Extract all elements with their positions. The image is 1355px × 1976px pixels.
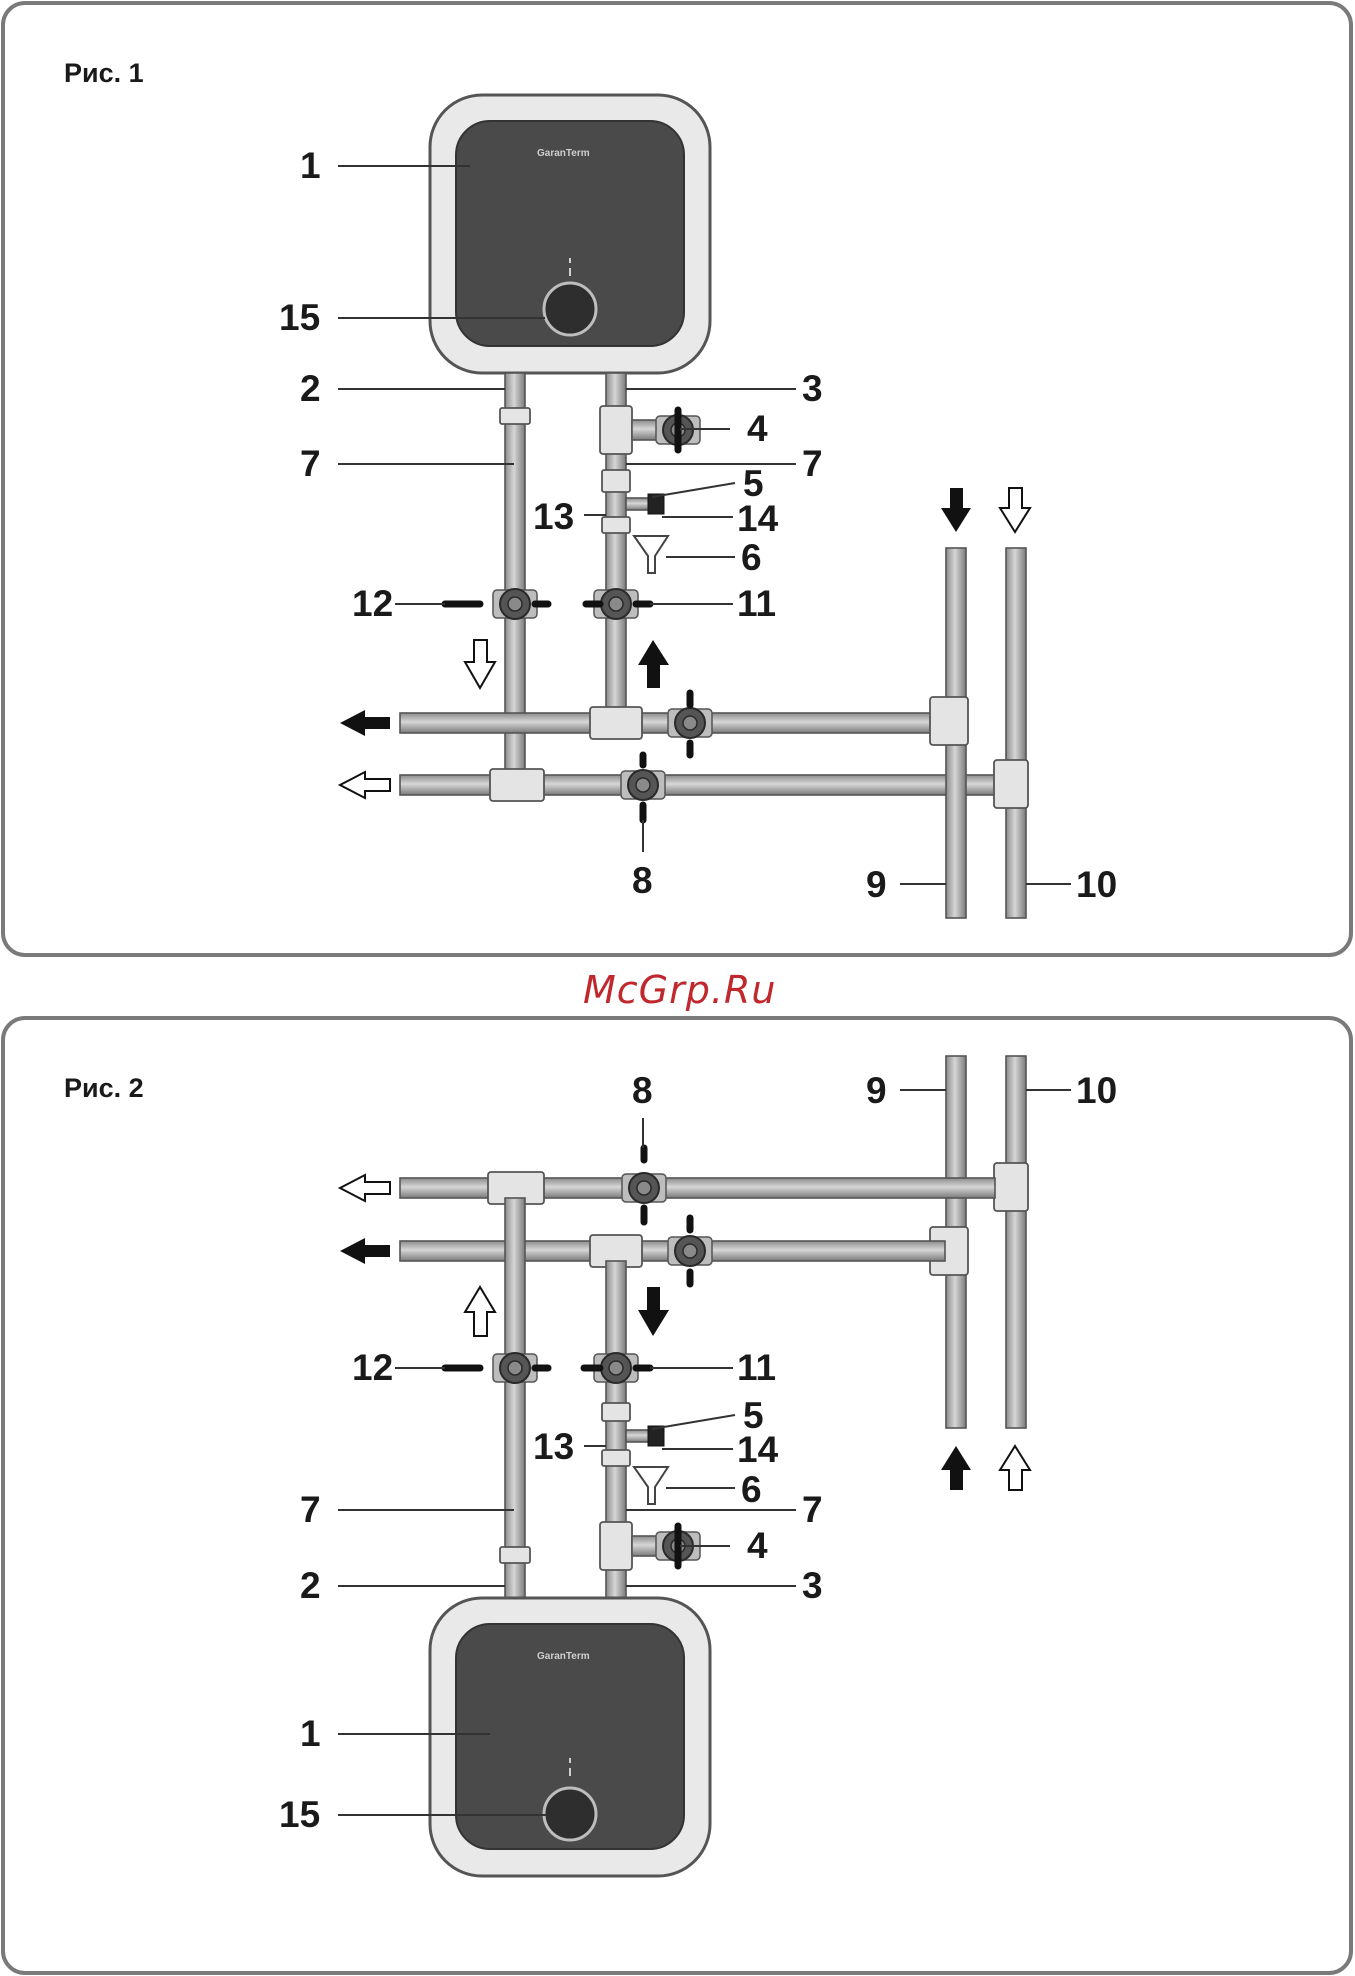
label-8: 8 <box>632 860 653 901</box>
water-heater: GaranTerm <box>430 95 710 373</box>
label-7-left: 7 <box>300 443 321 484</box>
heater-brand: GaranTerm <box>537 1651 590 1662</box>
figure-1-title: Рис. 1 <box>64 58 144 88</box>
label-13: 13 <box>533 1426 574 1467</box>
label-9: 9 <box>866 1070 887 1111</box>
valve-lower-line[interactable] <box>668 1236 712 1266</box>
label-7-right: 7 <box>802 1489 823 1530</box>
label-4: 4 <box>747 408 768 449</box>
label-1: 1 <box>300 1713 321 1754</box>
label-10: 10 <box>1076 864 1117 905</box>
label-3: 3 <box>802 368 823 409</box>
label-9: 9 <box>866 864 887 905</box>
valve-12[interactable] <box>493 1353 537 1383</box>
water-heater: GaranTerm <box>430 1598 710 1876</box>
valve-12[interactable] <box>493 589 537 619</box>
thermostat-knob <box>544 283 596 335</box>
label-7-right: 7 <box>802 443 823 484</box>
label-3: 3 <box>802 1565 823 1606</box>
label-2: 2 <box>300 1565 321 1606</box>
label-15: 15 <box>279 297 320 338</box>
label-7-left: 7 <box>300 1489 321 1530</box>
label-8: 8 <box>632 1070 653 1111</box>
label-12: 12 <box>352 583 393 624</box>
label-2: 2 <box>300 368 321 409</box>
label-13: 13 <box>533 496 574 537</box>
label-6: 6 <box>741 1469 762 1510</box>
valve-8[interactable] <box>621 770 665 800</box>
valve-8[interactable] <box>622 1173 666 1203</box>
heater-brand: GaranTerm <box>537 148 590 159</box>
label-15: 15 <box>279 1794 320 1835</box>
label-12: 12 <box>352 1347 393 1388</box>
figure-2-title: Рис. 2 <box>64 1073 144 1103</box>
figure-1: Рис. 1 GaranTerm <box>3 3 1351 955</box>
label-14: 14 <box>737 498 779 539</box>
figure-2: Рис. 2 <box>3 1018 1351 1973</box>
label-11: 11 <box>737 1347 776 1388</box>
thermostat-knob <box>544 1788 596 1840</box>
label-4: 4 <box>747 1525 768 1566</box>
valve-upper-line[interactable] <box>668 708 712 738</box>
label-10: 10 <box>1076 1070 1117 1111</box>
label-11: 11 <box>737 583 776 624</box>
label-14: 14 <box>737 1429 779 1470</box>
label-6: 6 <box>741 537 762 578</box>
watermark: McGrp.Ru <box>583 968 776 1012</box>
label-1: 1 <box>300 145 321 186</box>
